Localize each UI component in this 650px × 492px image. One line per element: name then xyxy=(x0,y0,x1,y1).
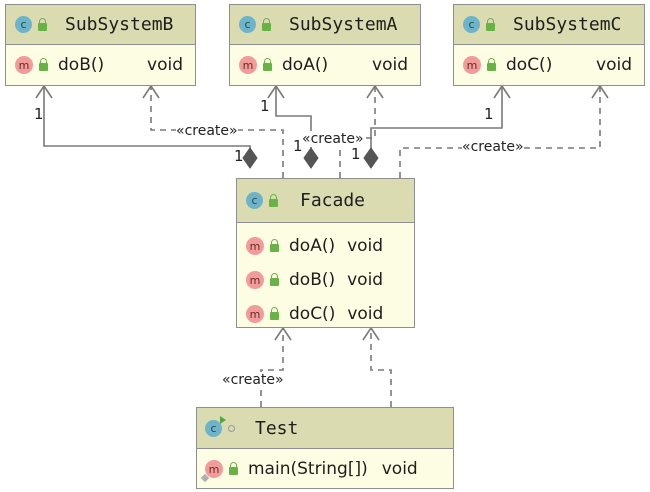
diamond-a xyxy=(303,147,319,169)
open-arrowhead-create-c xyxy=(591,84,609,99)
diamond-b xyxy=(242,147,258,169)
class-header: c Facade xyxy=(237,179,414,223)
method-row[interactable]: m main(String[]) void xyxy=(197,449,453,489)
return-type: void xyxy=(347,270,384,290)
method-icon: m xyxy=(246,237,264,255)
multiplicity-a-target: 1 xyxy=(260,97,270,115)
multiplicity-b-source: 1 xyxy=(234,147,244,165)
arrowhead-b xyxy=(35,84,53,99)
create-label-b: «create» xyxy=(176,123,238,139)
method-name: doA() xyxy=(282,55,329,75)
open-arrowhead-create-a xyxy=(366,84,384,99)
method-icon: m xyxy=(246,271,264,289)
public-visibility-icon xyxy=(229,462,238,475)
public-visibility-icon xyxy=(270,273,279,286)
class-header: c SubSystemC xyxy=(454,5,644,45)
class-box-facade[interactable]: c Facade m doA() void m doB() void m doC… xyxy=(236,178,415,328)
arrowhead-a xyxy=(267,84,285,99)
multiplicity-a-source: 1 xyxy=(293,137,303,155)
class-name: SubSystemA xyxy=(289,14,398,35)
return-type: void xyxy=(347,304,384,324)
return-type: void xyxy=(372,55,408,75)
return-type: void xyxy=(596,55,632,75)
class-header: c Test xyxy=(197,408,453,449)
method-icon: m xyxy=(246,305,264,323)
open-arrowhead-test-left xyxy=(274,326,292,341)
class-name: SubSystemB xyxy=(65,14,174,35)
create-label-a: «create» xyxy=(302,131,364,147)
method-name: doA() xyxy=(289,236,336,256)
arrowhead-c xyxy=(493,84,511,99)
return-type: void xyxy=(347,236,384,256)
runnable-class-icon: c xyxy=(205,415,226,437)
class-name: Facade xyxy=(300,190,366,211)
public-visibility-icon xyxy=(487,58,496,71)
public-visibility-icon xyxy=(262,17,271,31)
method-icon: m xyxy=(15,56,33,74)
class-header: c SubSystemB xyxy=(6,5,195,45)
class-box-test[interactable]: c Test m main(String[]) void xyxy=(196,407,454,489)
return-type: void xyxy=(381,459,418,479)
method-icon: m xyxy=(239,56,257,74)
open-arrowhead-test-right xyxy=(362,326,380,341)
method-name: doC() xyxy=(289,304,336,324)
method-row[interactable]: m doA() void xyxy=(230,45,420,85)
class-box-subsystemc[interactable]: c SubSystemC m doC() void xyxy=(453,4,645,86)
package-visibility-icon xyxy=(228,424,235,432)
method-row[interactable]: m doB() void xyxy=(237,263,414,297)
public-visibility-icon xyxy=(270,307,279,320)
static-method-icon: m xyxy=(200,460,223,483)
class-name: Test xyxy=(255,417,299,439)
class-box-subsystemb[interactable]: c SubSystemB m doB() void xyxy=(5,4,196,86)
method-name: doC() xyxy=(506,55,553,75)
diamond-c xyxy=(363,147,379,169)
create-label-test: «create» xyxy=(222,372,284,388)
return-type: void xyxy=(147,55,183,75)
create-edge-c xyxy=(399,86,601,178)
class-box-subsystema[interactable]: c SubSystemA m doA() void xyxy=(229,4,421,86)
method-row[interactable]: m doC() void xyxy=(237,297,414,331)
create-edge-test-left xyxy=(260,328,284,407)
public-visibility-icon xyxy=(270,239,279,252)
method-name: main(String[]) xyxy=(248,459,368,479)
public-visibility-icon xyxy=(39,58,48,71)
method-icon: m xyxy=(463,56,481,74)
class-icon: c xyxy=(463,16,480,33)
multiplicity-c-target: 1 xyxy=(484,105,494,123)
method-row[interactable]: m doC() void xyxy=(454,45,644,85)
class-name: SubSystemC xyxy=(513,14,622,35)
public-visibility-icon xyxy=(269,193,278,207)
run-marker-icon xyxy=(220,415,226,424)
open-arrowhead-create-b xyxy=(142,84,160,99)
method-name: doB() xyxy=(58,55,105,75)
create-label-c: «create» xyxy=(462,139,524,155)
multiplicity-b-target: 1 xyxy=(34,105,44,123)
class-header: c SubSystemA xyxy=(230,5,420,45)
method-row[interactable]: m doB() void xyxy=(6,45,195,85)
class-icon: c xyxy=(15,16,32,33)
method-row[interactable]: m doA() void xyxy=(237,223,414,263)
create-edge-test-right xyxy=(370,328,392,407)
public-visibility-icon xyxy=(263,58,272,71)
multiplicity-c-source: 1 xyxy=(351,145,361,163)
composition-edge-c xyxy=(370,86,503,168)
public-visibility-icon xyxy=(486,17,495,31)
public-visibility-icon xyxy=(38,17,47,31)
class-icon: c xyxy=(246,192,263,209)
method-name: doB() xyxy=(289,270,336,290)
class-icon: c xyxy=(239,16,256,33)
